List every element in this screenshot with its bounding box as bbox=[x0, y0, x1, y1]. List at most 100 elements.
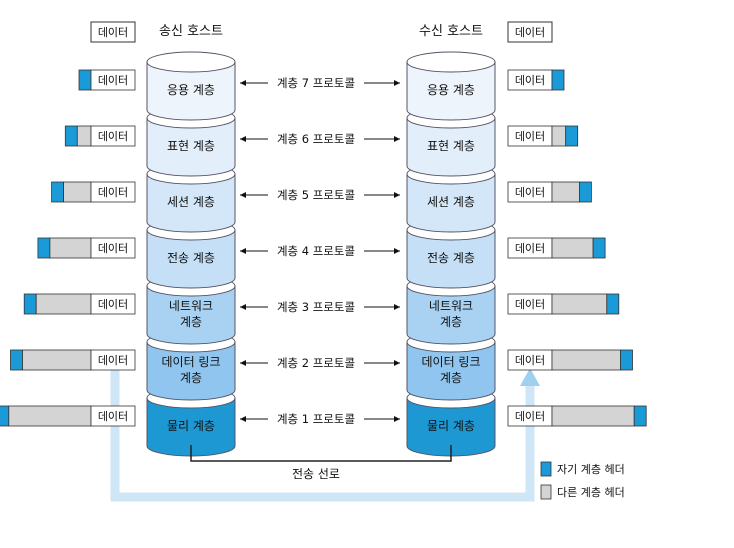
own-header bbox=[579, 181, 592, 203]
own-header bbox=[23, 293, 37, 315]
protocol-5: 계층 5 프로토콜 bbox=[240, 188, 400, 202]
sender-host-title: 송신 호스트 bbox=[159, 24, 223, 39]
receiver-top-data: 데이터 bbox=[507, 21, 553, 43]
sender-packet-5: 데이터 bbox=[51, 181, 136, 203]
protocol-label: 계층 1 프로토콜 bbox=[277, 412, 355, 426]
legend-other-label: 다른 계층 헤더 bbox=[557, 486, 625, 499]
data-label: 데이터 bbox=[98, 186, 128, 199]
own-header bbox=[620, 349, 633, 371]
data-box bbox=[90, 293, 136, 315]
protocol-label: 계층 5 프로토콜 bbox=[277, 188, 355, 202]
other-headers bbox=[76, 125, 92, 147]
own-header bbox=[592, 237, 606, 259]
layer-name: 네트워크 bbox=[429, 299, 473, 313]
own-header bbox=[37, 237, 51, 259]
data-label: 데이터 bbox=[515, 186, 545, 199]
data-box bbox=[90, 69, 136, 91]
other-headers bbox=[551, 349, 621, 371]
sender-packet-1: 데이터 bbox=[0, 405, 136, 427]
data-label: 데이터 bbox=[98, 354, 128, 367]
layer-name: 물리 계층 bbox=[427, 419, 475, 433]
protocol-label: 계층 6 프로토콜 bbox=[277, 132, 355, 146]
own-header bbox=[606, 293, 620, 315]
own-header bbox=[10, 349, 23, 371]
sender-packet-2: 데이터 bbox=[10, 349, 136, 371]
other-headers bbox=[551, 181, 580, 203]
data-label: 데이터 bbox=[515, 410, 545, 423]
protocol-label: 계층 4 프로토콜 bbox=[277, 244, 355, 258]
data-label: 데이터 bbox=[98, 242, 128, 255]
own-header bbox=[565, 125, 579, 147]
layer-name: 세션 계층 bbox=[427, 195, 475, 209]
own-header bbox=[551, 69, 565, 91]
legend-other-swatch bbox=[540, 484, 552, 500]
data-label: 데이터 bbox=[98, 74, 128, 87]
protocol-4: 계층 4 프로토콜 bbox=[240, 244, 400, 258]
layer-name: 응용 계층 bbox=[167, 83, 215, 97]
protocol-3: 계층 3 프로토콜 bbox=[240, 300, 400, 314]
data-label: 데이터 bbox=[515, 354, 545, 367]
protocol-6: 계층 6 프로토콜 bbox=[240, 132, 400, 146]
own-header bbox=[633, 405, 647, 427]
receiver-layer-7: 응용 계층 bbox=[406, 51, 496, 121]
receiver-packet-5: 데이터 bbox=[507, 181, 592, 203]
layer-name: 표현 계층 bbox=[427, 139, 475, 153]
data-box bbox=[90, 237, 136, 259]
layer-name: 전송 계층 bbox=[427, 251, 475, 265]
layer-name: 응용 계층 bbox=[427, 83, 475, 97]
data-box bbox=[90, 349, 136, 371]
data-label: 데이터 bbox=[515, 298, 545, 311]
legend: 자기 계층 헤더 다른 계층 헤더 bbox=[540, 461, 625, 500]
sender-top-data: 데이터 bbox=[90, 21, 136, 43]
data-box bbox=[90, 125, 136, 147]
other-headers bbox=[22, 349, 92, 371]
layer-name: 물리 계층 bbox=[167, 419, 215, 433]
data-label: 데이터 bbox=[98, 26, 128, 39]
own-header bbox=[64, 125, 78, 147]
layer-name: 세션 계층 bbox=[167, 195, 215, 209]
data-label: 데이터 bbox=[98, 130, 128, 143]
layer-name: 계층 bbox=[440, 371, 462, 385]
protocol-1: 계층 1 프로토콜 bbox=[240, 412, 400, 426]
receiver-packet-1: 데이터 bbox=[507, 405, 647, 427]
receiver-packet-2: 데이터 bbox=[507, 349, 633, 371]
other-headers bbox=[551, 237, 594, 259]
other-headers bbox=[551, 293, 608, 315]
layer-name: 표현 계층 bbox=[167, 139, 215, 153]
sender-packet-3: 데이터 bbox=[23, 293, 136, 315]
layer-name: 계층 bbox=[180, 315, 202, 329]
receiver-host-title: 수신 호스트 bbox=[419, 24, 483, 39]
layer-name: 전송 계층 bbox=[167, 251, 215, 265]
receiver-packet-3: 데이터 bbox=[507, 293, 620, 315]
layer-name: 데이터 링크 bbox=[161, 355, 220, 369]
data-label: 데이터 bbox=[515, 74, 545, 87]
data-label: 데이터 bbox=[98, 298, 128, 311]
other-headers bbox=[35, 293, 92, 315]
data-label: 데이터 bbox=[515, 130, 545, 143]
other-headers bbox=[551, 125, 567, 147]
receiver-packet-7: 데이터 bbox=[507, 69, 565, 91]
other-headers bbox=[49, 237, 92, 259]
data-label: 데이터 bbox=[515, 26, 545, 39]
protocol-label: 계층 3 프로토콜 bbox=[277, 300, 355, 314]
transmission-line bbox=[190, 445, 452, 462]
layer-name: 계층 bbox=[180, 371, 202, 385]
layer-name: 계층 bbox=[440, 315, 462, 329]
data-label: 데이터 bbox=[98, 410, 128, 423]
data-flow-arrow bbox=[110, 368, 540, 502]
receiver-packet-6: 데이터 bbox=[507, 125, 579, 147]
data-box bbox=[90, 181, 136, 203]
transmission-line-label: 전송 선로 bbox=[292, 467, 340, 481]
sender-packet-7: 데이터 bbox=[78, 69, 136, 91]
sender-packet-6: 데이터 bbox=[64, 125, 136, 147]
receiver-packet-4: 데이터 bbox=[507, 237, 606, 259]
sender-packet-4: 데이터 bbox=[37, 237, 136, 259]
other-headers bbox=[63, 181, 92, 203]
data-label: 데이터 bbox=[515, 242, 545, 255]
own-header bbox=[78, 69, 92, 91]
other-headers bbox=[8, 405, 92, 427]
protocol-2: 계층 2 프로토콜 bbox=[240, 356, 400, 370]
